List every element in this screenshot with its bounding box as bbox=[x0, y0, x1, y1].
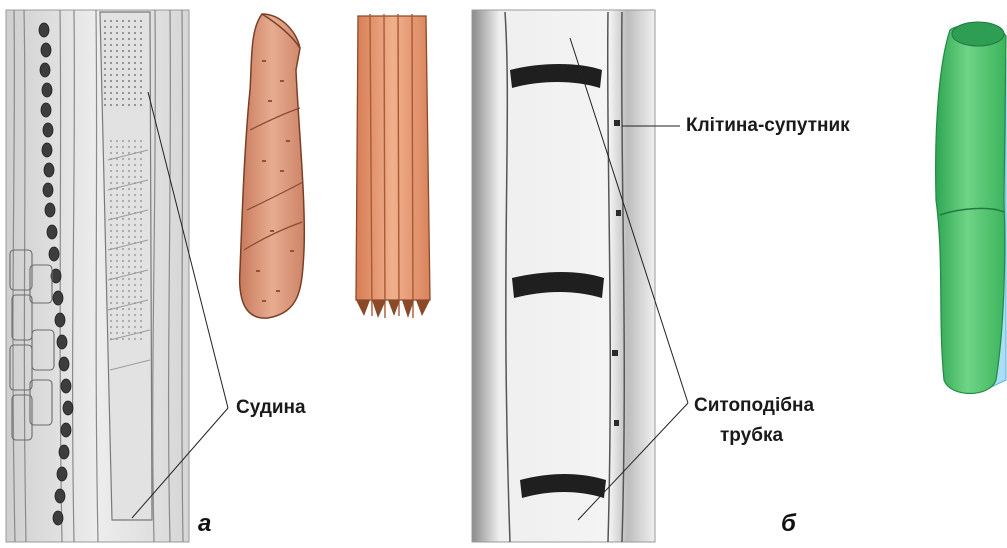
label-sieve-tube-line1: Ситоподібна bbox=[694, 395, 814, 417]
vessel-cell-drawing bbox=[240, 14, 305, 318]
label-sieve-tube-line2: трубка bbox=[720, 425, 783, 447]
sieve-tube-drawing bbox=[936, 22, 1006, 394]
panel-letter-a: а bbox=[198, 510, 211, 538]
panel-letter-b: б bbox=[781, 510, 796, 538]
label-companion-cell: Клітина-супутник bbox=[686, 115, 850, 137]
label-vessel: Судина bbox=[236, 397, 306, 419]
micrograph-phloem bbox=[472, 10, 655, 542]
micrograph-xylem bbox=[6, 10, 189, 542]
tracheid-bundle-drawing bbox=[356, 14, 430, 318]
